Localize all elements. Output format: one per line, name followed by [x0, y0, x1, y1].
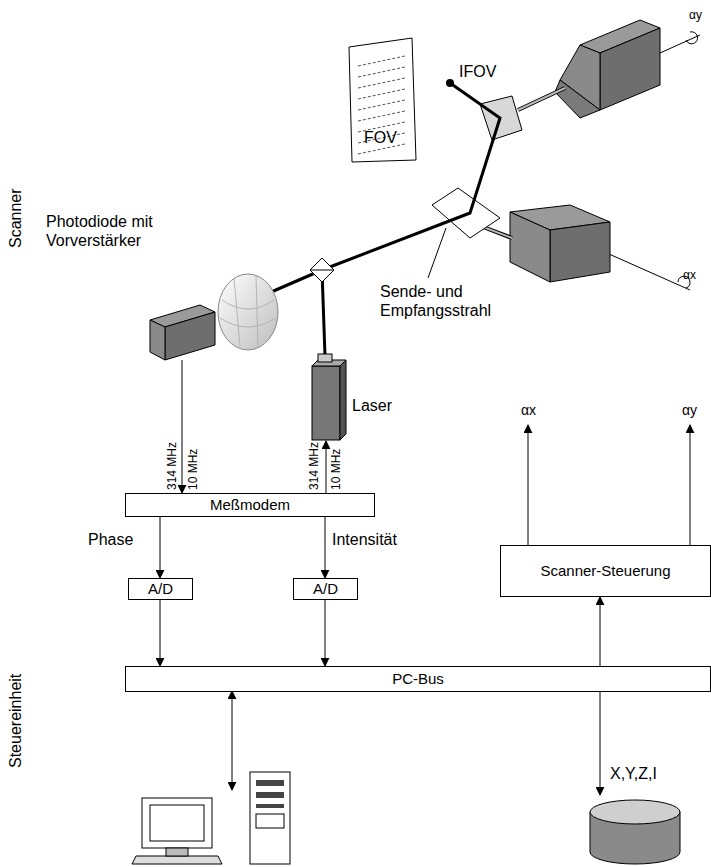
laser: [312, 354, 346, 440]
process-box: Meßmodem: [125, 493, 375, 517]
signal-arrow: [325, 517, 326, 578]
photodiode: [150, 274, 278, 360]
signal-line: [326, 441, 327, 493]
leader-line: [428, 228, 446, 278]
part-label: Sende- und Empfangsstrahl: [380, 282, 530, 320]
data-line: [600, 690, 601, 795]
signal-arrow: [160, 517, 161, 578]
signal-arrow: [325, 600, 326, 666]
process-box: A/D: [293, 578, 358, 600]
vertical-label: 314 MHz: [165, 442, 179, 490]
vertical-label: Steuereinheit: [6, 674, 25, 768]
vertical-label: Scanner: [6, 188, 25, 248]
motor-x: [432, 188, 690, 290]
disk-drum: [590, 800, 680, 864]
control-line: [690, 425, 691, 545]
computer: [132, 772, 290, 864]
part-label: Laser: [352, 396, 392, 415]
part-label: IFOV: [459, 62, 496, 81]
process-box: A/D: [128, 578, 193, 600]
fov-sheet: [349, 38, 416, 162]
vertical-label: 314 MHz: [307, 442, 321, 490]
motor-y: [480, 20, 700, 140]
signal-label: Intensität: [332, 530, 397, 549]
box-label: Scanner-Steuerung: [505, 562, 706, 580]
ifov-point: [446, 79, 454, 87]
part-label: αx: [521, 402, 536, 419]
box-label: A/D: [298, 580, 353, 598]
signal-line: [182, 360, 183, 493]
control-line: [528, 425, 529, 545]
beam-splitter: [310, 270, 334, 271]
part-label: X,Y,Z,I: [610, 764, 657, 783]
process-box: PC-Bus: [125, 666, 711, 692]
signal-arrow: [600, 597, 601, 666]
data-line: [232, 691, 233, 790]
part-label: αy: [689, 8, 702, 22]
part-label: αx: [683, 268, 696, 282]
box-label: Meßmodem: [130, 496, 370, 514]
vertical-label: 10 MHz: [186, 449, 200, 490]
vertical-label: 10 MHz: [329, 449, 343, 490]
part-label: FOV: [364, 128, 397, 147]
part-label: Photodiode mit Vorverstärker: [46, 212, 196, 250]
process-box: Scanner-Steuerung: [500, 545, 711, 597]
signal-label: Phase: [88, 530, 133, 549]
beam-splitter: [310, 258, 334, 282]
box-label: A/D: [133, 580, 188, 598]
box-label: PC-Bus: [130, 670, 706, 688]
part-label: αy: [682, 402, 697, 419]
signal-arrow: [160, 600, 161, 666]
